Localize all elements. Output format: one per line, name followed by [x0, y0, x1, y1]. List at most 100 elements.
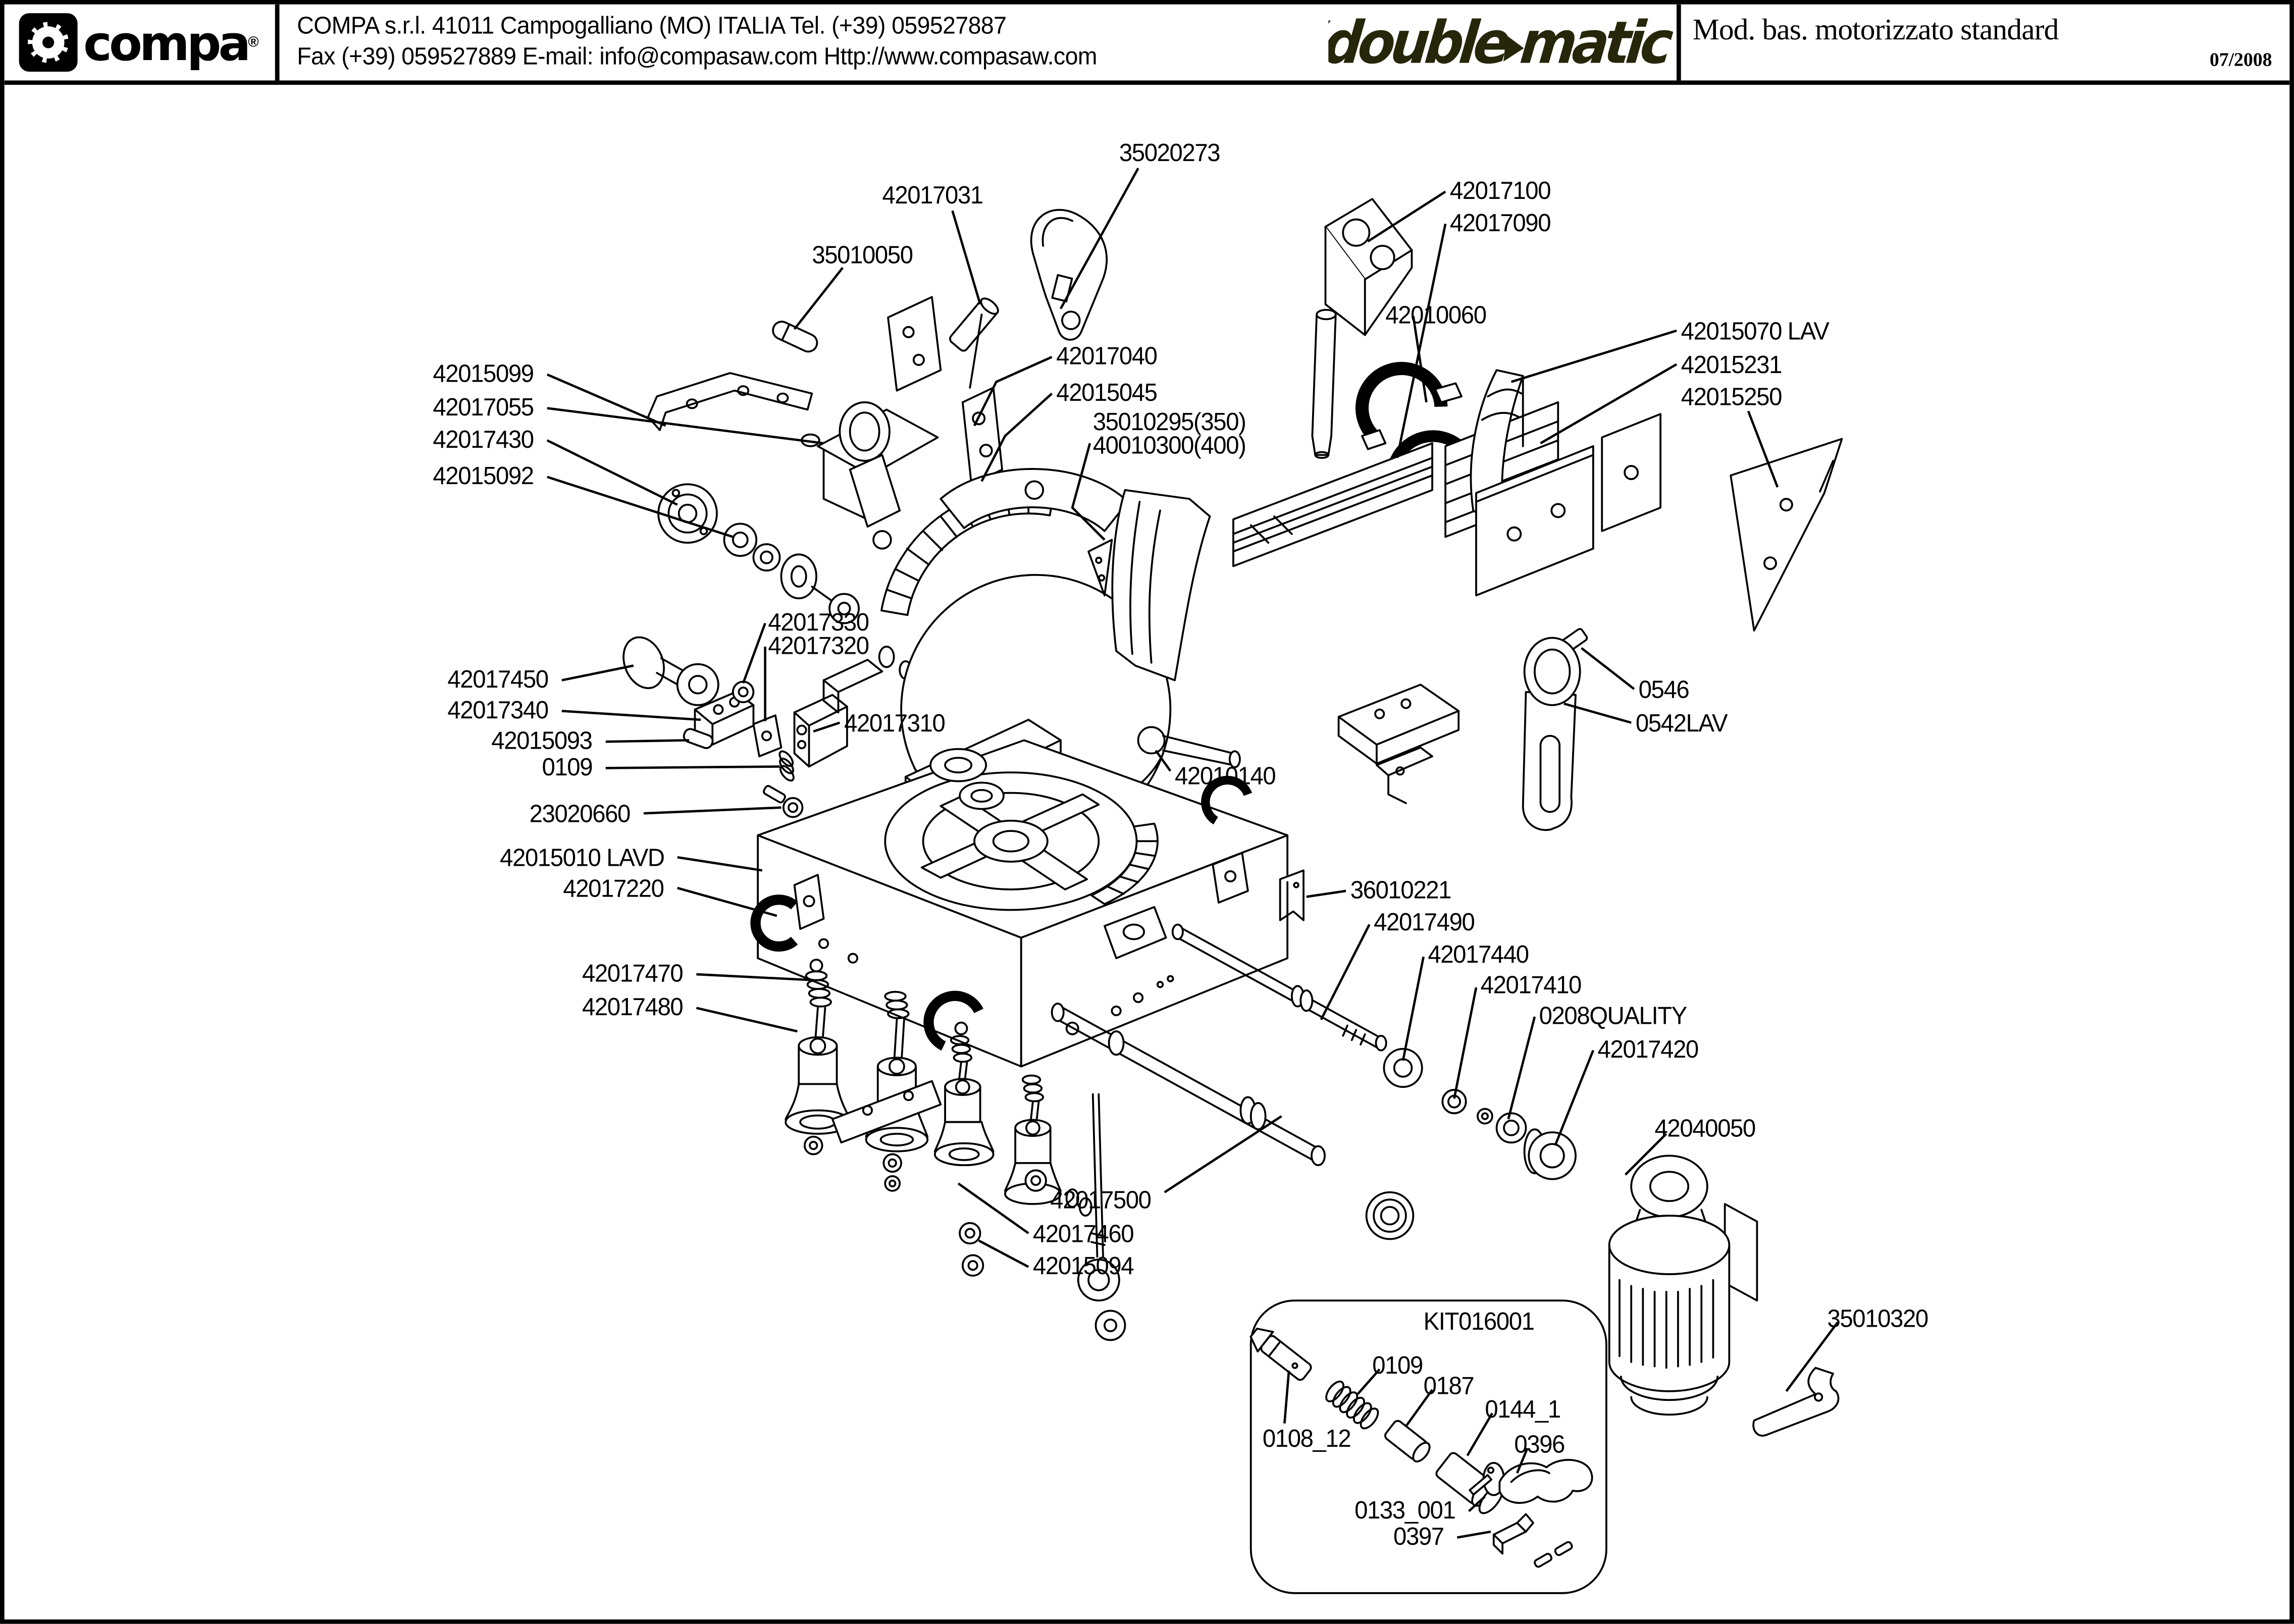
model-title-cell: Mod. bas. motorizzato standard 07/2008 — [1676, 4, 2289, 81]
pin-0133_001-drawing — [1469, 1474, 1493, 1496]
label-35010050: 35010050 — [812, 241, 913, 270]
label-kit-0109: 0109 — [1372, 1351, 1423, 1380]
blade-holder-36010221-drawing — [1279, 869, 1305, 921]
logo-word-double: double — [1328, 8, 1509, 77]
label-35020273: 35020273 — [1119, 139, 1221, 167]
label-42017220: 42017220 — [563, 874, 665, 903]
spring-bolt-assemblies-drawing — [785, 959, 1126, 1341]
rod-42010060-drawing — [1311, 308, 1337, 459]
label-36010221: 36010221 — [1350, 876, 1452, 904]
compa-logo-text: compa — [83, 14, 251, 71]
clamp-lever-0542LAV-drawing — [1522, 637, 1581, 831]
label-0542LAV: 0542LAV — [1635, 709, 1728, 738]
label-0546: 0546 — [1638, 675, 1690, 704]
label-0133_001: 0133_001 — [1355, 1496, 1456, 1525]
label-42017320: 42017320 — [768, 632, 869, 660]
company-address-line: COMPA s.r.l. 41011 Campogalliano (MO) IT… — [297, 13, 1007, 40]
registered-trademark-icon: ® — [248, 34, 259, 50]
label-42015231: 42015231 — [1681, 351, 1783, 379]
label-KIT016001: KIT016001 — [1423, 1307, 1535, 1336]
label-42017410: 42017410 — [1480, 971, 1582, 1000]
label-42017100: 42017100 — [1449, 177, 1551, 205]
title-block-header: compa ® COMPA s.r.l. 41011 Campogalliano… — [4, 4, 2290, 85]
label-42017430: 42017430 — [433, 426, 535, 454]
label-42017500: 42017500 — [1051, 1186, 1152, 1215]
label-42017090: 42017090 — [1449, 209, 1551, 237]
half-ring-clamps-drawing — [750, 775, 1253, 1051]
clamp-lever-0396-drawing — [1482, 1458, 1593, 1504]
deflector-35010295-drawing — [1087, 489, 1211, 682]
label-0397: 0397 — [1393, 1523, 1445, 1551]
label-42015010-LAVD: 42015010 LAVD — [500, 844, 665, 872]
label-42015070-LAV: 42015070 LAV — [1681, 317, 1830, 345]
rod-42017490-drawing — [1171, 923, 1387, 1052]
double-matic-logo: double matic — [1328, 8, 1672, 77]
label-42017490: 42017490 — [1374, 908, 1475, 936]
saw-blade-icon — [28, 22, 69, 63]
clip-0397-drawing — [1492, 1513, 1573, 1568]
pin-0108_12-drawing — [1249, 1328, 1312, 1381]
revision-date: 07/2008 — [2209, 47, 2272, 70]
label-42015099: 42015099 — [433, 359, 535, 388]
handle-35020273-drawing — [1030, 208, 1108, 341]
kit-box-KIT016001 — [1249, 1299, 1607, 1594]
label-42017340: 42017340 — [448, 696, 549, 724]
label-42040050: 42040050 — [1654, 1115, 1756, 1143]
label-42017031: 42017031 — [882, 181, 983, 209]
bracket-42015099-drawing — [647, 372, 813, 431]
bearing-42017430-drawing — [657, 483, 860, 624]
model-title: Mod. bas. motorizzato standard — [1692, 14, 2059, 46]
label-42015094: 42015094 — [1032, 1252, 1134, 1280]
company-contact-line: Fax (+39) 059527889 E-mail: info@compasa… — [297, 43, 1097, 71]
motor-42040050-drawing — [1608, 1155, 1758, 1416]
label-42017040: 42017040 — [1056, 342, 1158, 371]
label-42015250: 42015250 — [1681, 383, 1783, 411]
saw-blade-logo-icon — [19, 13, 78, 72]
pivot-bracket-42017055-drawing — [801, 401, 939, 550]
label-0108_12: 0108_12 — [1262, 1425, 1351, 1453]
sleeve-0187-drawing — [1384, 1420, 1431, 1462]
rod-42017500-drawing — [1051, 1003, 1326, 1167]
label-42017420: 42017420 — [1597, 1035, 1699, 1064]
triangle-plate-42015250-drawing — [1730, 438, 1843, 632]
label-42017440: 42017440 — [1428, 940, 1529, 969]
pin-42010140-drawing — [1137, 726, 1241, 768]
label-0144_1: 0144_1 — [1485, 1395, 1561, 1424]
yoke-arm-drawing — [940, 468, 1129, 532]
stop-block-42017100-drawing — [1324, 198, 1413, 336]
label-42017310: 42017310 — [844, 709, 946, 738]
logo-word-matic: matic — [1517, 8, 1672, 77]
fence-bar-drawing — [1232, 442, 1433, 567]
label-35010295-350: 35010295(350) — [1092, 408, 1246, 436]
knob-42017450-drawing — [622, 636, 719, 706]
cylinder-42017031-drawing — [949, 297, 999, 352]
label-40010300-400: 40010300(400) — [1092, 431, 1246, 459]
company-info-cell: COMPA s.r.l. 41011 Campogalliano (MO) IT… — [279, 5, 1328, 81]
label-42015092: 42015092 — [433, 462, 535, 490]
pin-35010050-drawing — [772, 321, 818, 353]
label-0396: 0396 — [1514, 1431, 1565, 1459]
label-0208QUALITY: 0208QUALITY — [1539, 1002, 1688, 1030]
fence-plate-drawing — [1475, 413, 1662, 597]
label-35010320: 35010320 — [1827, 1304, 1928, 1333]
label-23020660: 23020660 — [530, 800, 632, 828]
label-42017330: 42017330 — [768, 608, 869, 637]
block-42010140-drawing — [1337, 684, 1460, 804]
label-42010140: 42010140 — [1175, 762, 1276, 790]
exploded-parts-diagram — [546, 168, 1843, 1594]
product-logo-cell: double matic — [1328, 5, 1677, 81]
label-42017055: 42017055 — [433, 393, 535, 422]
label-42010060: 42010060 — [1385, 301, 1487, 330]
label-42017470: 42017470 — [583, 960, 684, 988]
spring-0109-drawing — [1325, 1380, 1379, 1430]
label-0109: 0109 — [542, 753, 593, 781]
clamp-blocks-42017340-drawing — [683, 645, 913, 818]
label-42015093: 42015093 — [492, 727, 593, 755]
compa-logo-cell: compa ® — [5, 4, 280, 81]
label-42017480: 42017480 — [583, 993, 684, 1021]
turntable-washers-drawing — [929, 748, 1005, 810]
curved-guard-42015070-drawing — [1470, 369, 1524, 520]
label-42015045: 42015045 — [1056, 379, 1158, 407]
